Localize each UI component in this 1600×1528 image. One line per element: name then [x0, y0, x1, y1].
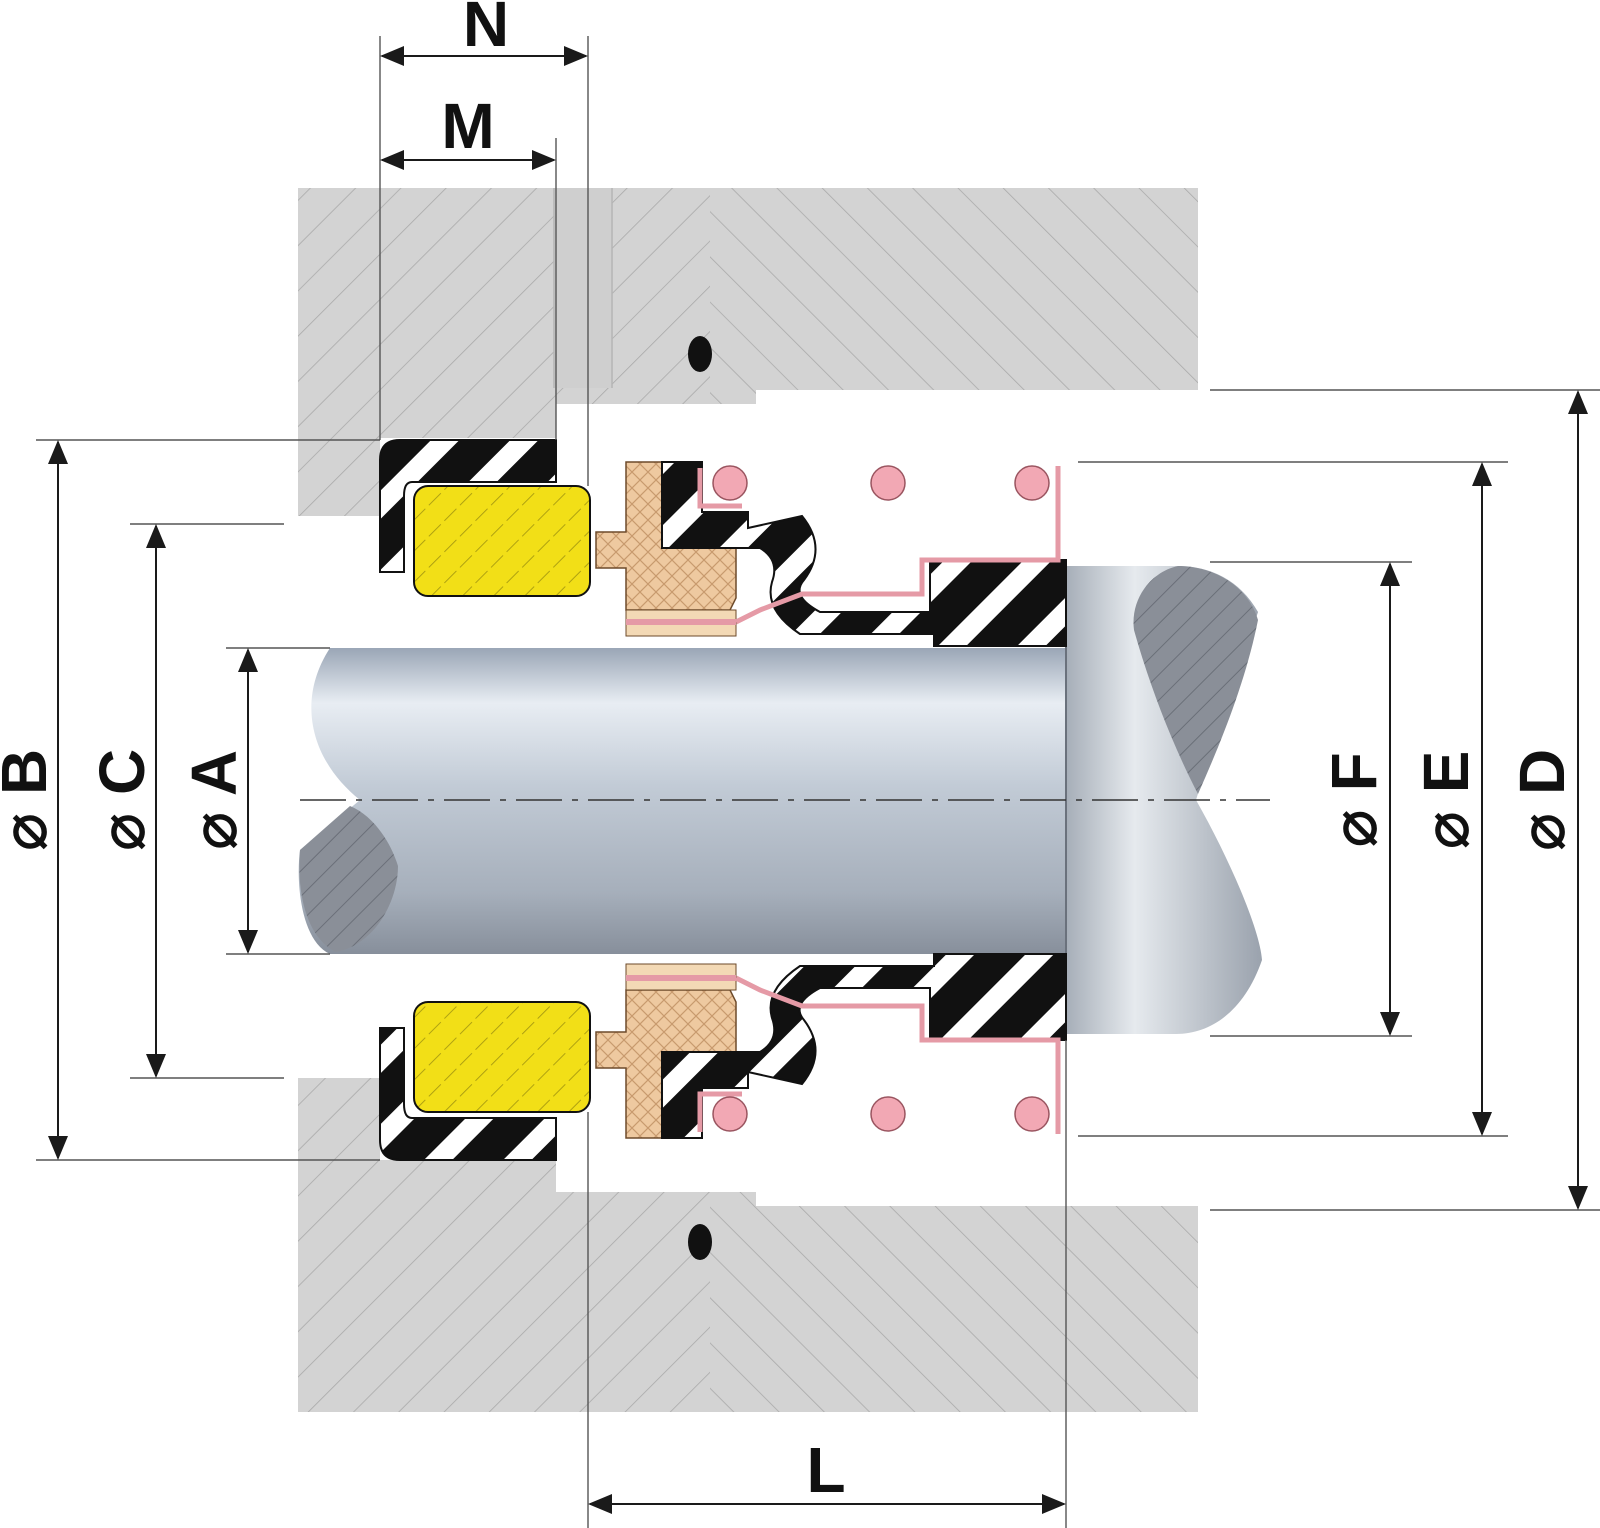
spring-coil-upper-1	[712, 465, 748, 501]
shaft	[298, 566, 1262, 1034]
label-M: M	[441, 90, 494, 162]
retainer-upper	[734, 466, 1061, 625]
shaft-section-right	[1133, 566, 1258, 794]
dimension-labels: N M L ⌀ B ⌀ C ⌀ A ⌀ F ⌀ E ⌀ D	[0, 0, 1578, 1506]
label-F: ⌀ F	[1318, 752, 1390, 847]
housing-oring-upper	[688, 336, 712, 372]
spring-coil-lower-1	[712, 1096, 748, 1132]
cup-rubber-upper	[379, 439, 557, 573]
housing-lower	[298, 1078, 1198, 1412]
seal-lower	[379, 953, 1067, 1161]
label-D: ⌀ D	[1506, 749, 1578, 852]
label-N: N	[463, 0, 509, 60]
retainer-lower	[734, 975, 1061, 1134]
dimension-lines	[48, 46, 1588, 1514]
label-C: ⌀ C	[86, 749, 158, 852]
cup-rubber-lower	[379, 1027, 557, 1161]
label-A: ⌀ A	[178, 750, 250, 850]
spring-coil-lower-3	[1014, 1096, 1050, 1132]
spring-coil-upper-2	[870, 465, 906, 501]
spring-coil-upper-3	[1014, 465, 1050, 501]
label-L: L	[806, 1434, 845, 1506]
housing-upper	[298, 188, 1198, 516]
seal-upper	[379, 439, 1067, 647]
stationary-seat-upper	[413, 485, 591, 597]
spring-coil-lower-2	[870, 1096, 906, 1132]
housing-oring-lower	[688, 1224, 712, 1260]
stationary-seat-lower	[413, 1001, 591, 1113]
label-E: ⌀ E	[1410, 751, 1482, 850]
label-B: ⌀ B	[0, 749, 60, 852]
shaft-section-left	[299, 806, 398, 952]
